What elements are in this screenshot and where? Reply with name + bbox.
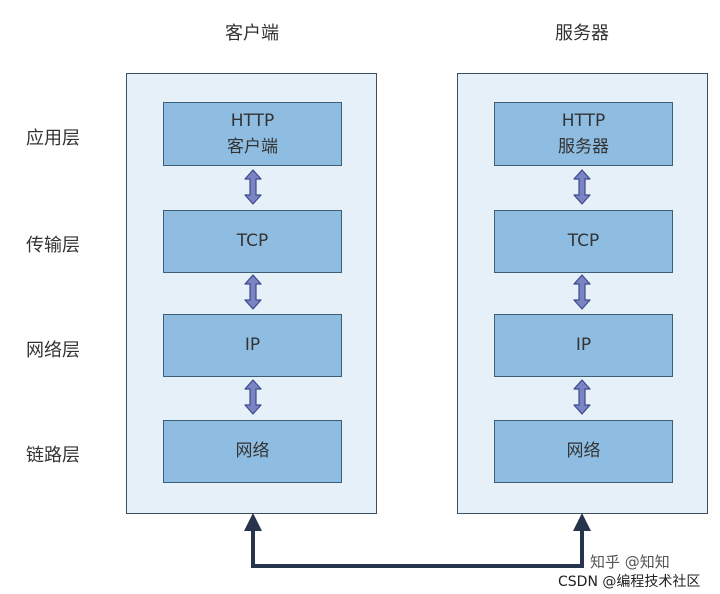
zhihu-watermark: 知乎 @知知	[590, 553, 670, 571]
client-network-label: 网络	[235, 441, 270, 462]
client-tcp-ip-arrow-icon	[244, 274, 262, 310]
server-http-tcp-arrow-icon	[573, 169, 591, 205]
client-tcp-box: TCP	[163, 210, 342, 273]
server-ip-box: IP	[494, 314, 673, 377]
server-ip-label: IP	[575, 335, 592, 356]
server-http-label: HTTP	[561, 110, 606, 131]
server-tcp-label: TCP	[567, 231, 600, 252]
layer-label-link: 链路层	[26, 445, 80, 466]
layer-label-network: 网络层	[26, 340, 80, 361]
client-network-box: 网络	[163, 420, 342, 483]
server-network-label: 网络	[566, 441, 601, 462]
client-panel: HTTP 客户端 TCP IP 网络	[126, 73, 377, 514]
server-column-title: 服务器	[555, 23, 609, 44]
client-tcp-label: TCP	[236, 231, 269, 252]
server-tcp-box: TCP	[494, 210, 673, 273]
client-ip-label: IP	[244, 335, 261, 356]
client-http-tcp-arrow-icon	[244, 169, 262, 205]
server-tcp-ip-arrow-icon	[573, 274, 591, 310]
server-network-box: 网络	[494, 420, 673, 483]
client-http-sublabel: 客户端	[227, 137, 278, 157]
server-ip-network-arrow-icon	[573, 379, 591, 415]
layer-label-transport: 传输层	[26, 235, 80, 256]
network-connector-arrow-icon	[244, 513, 591, 568]
client-column-title: 客户端	[225, 23, 279, 44]
server-panel: HTTP 服务器 TCP IP 网络	[457, 73, 708, 514]
server-http-sublabel: 服务器	[558, 137, 609, 157]
server-http-box: HTTP 服务器	[494, 102, 673, 166]
client-http-box: HTTP 客户端	[163, 102, 342, 166]
layer-label-application: 应用层	[26, 128, 80, 149]
client-ip-network-arrow-icon	[244, 379, 262, 415]
csdn-watermark: CSDN @编程技术社区	[558, 574, 701, 590]
client-ip-box: IP	[163, 314, 342, 377]
client-http-label: HTTP	[230, 110, 275, 131]
